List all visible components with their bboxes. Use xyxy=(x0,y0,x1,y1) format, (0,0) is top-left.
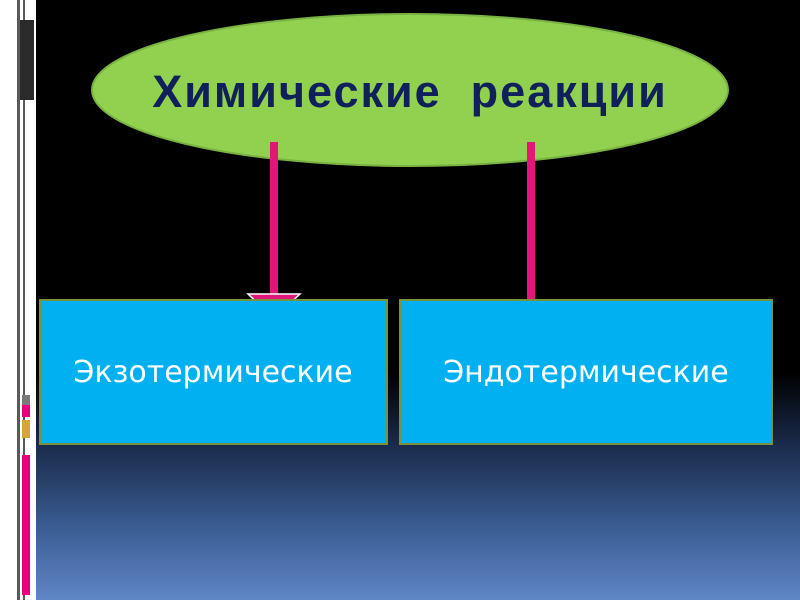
root-ellipse xyxy=(91,13,729,167)
decorative-block xyxy=(22,395,30,405)
decorative-line xyxy=(23,0,25,600)
decorative-block xyxy=(22,405,30,417)
root-title: Химические реакции xyxy=(152,66,668,117)
child-box-exothermic: Экзотермические xyxy=(39,299,388,445)
child-label-exothermic: Экзотермические xyxy=(73,355,352,390)
decorative-block xyxy=(22,420,30,438)
child-label-endothermic: Эндотермические xyxy=(443,355,729,390)
arrow-left xyxy=(246,142,302,320)
left-decorative-strip xyxy=(0,0,36,600)
decorative-line xyxy=(17,0,20,600)
decorative-block xyxy=(22,455,30,595)
child-box-endothermic: Эндотермические xyxy=(399,299,773,445)
decorative-block xyxy=(20,20,34,100)
arrow-right xyxy=(502,142,560,325)
